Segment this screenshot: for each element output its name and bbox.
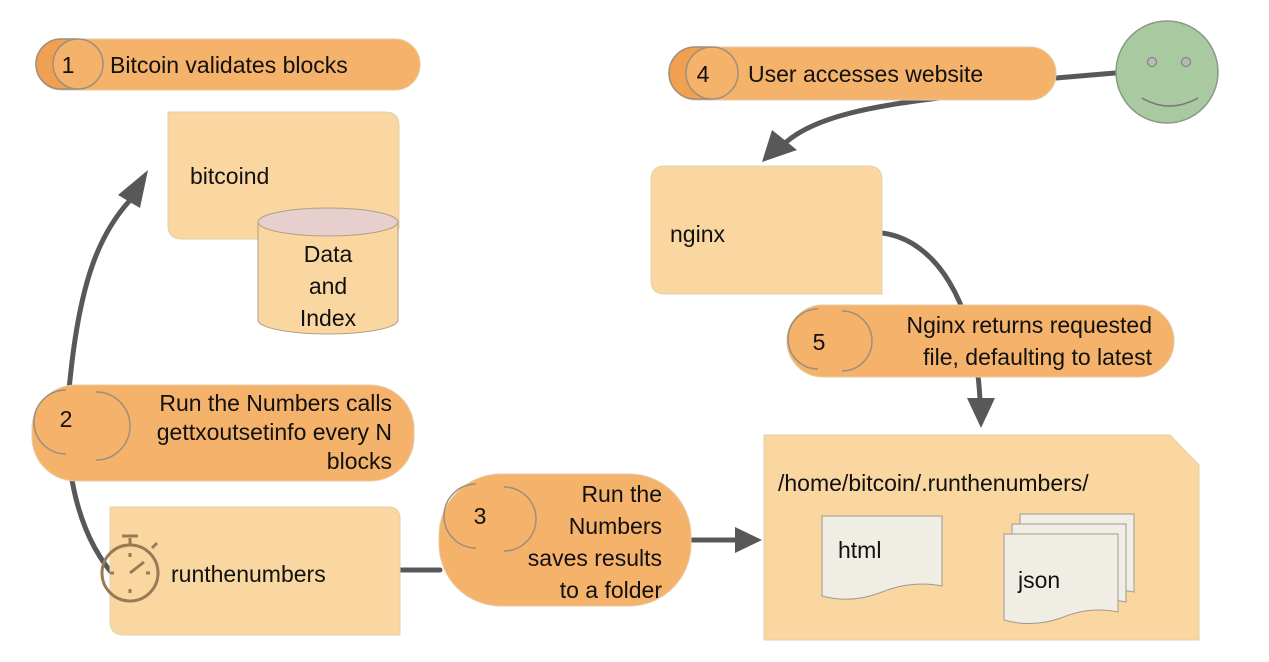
database-line-2: and [308,273,348,299]
line-step4-to-user [1053,70,1118,81]
arrow-heads [118,130,995,553]
runthenumbers-label: runthenumbers [171,561,326,587]
step-3-number: 3 [473,503,487,529]
runthenumbers-box [109,506,401,636]
step-2-number: 2 [59,406,73,432]
database-line-3: Index [299,305,357,331]
step-5-text: Nginx returns requested file, defaulting… [842,309,1152,373]
folder-path-label: /home/bitcoin/.runthenumbers/ [778,470,1089,496]
html-document [821,515,943,600]
step-2-text: Run the Numbers calls gettxoutsetinfo ev… [100,389,392,476]
step-2-line-1: Run the Numbers calls [159,390,392,416]
step-1-text: Bitcoin validates blocks [110,52,348,78]
step-4-number: 4 [696,61,710,87]
smiley-icon [1115,20,1219,124]
step-3-pill [438,473,692,607]
bitcoind-label: bitcoind [190,163,270,189]
step-3-line-2: Numbers [568,513,662,539]
arrowhead-to-bitcoind [118,170,148,208]
step-5-number: 5 [812,329,826,355]
step-3-text: Run the Numbers saves results to a folde… [490,478,662,606]
step-2-pill [31,384,415,482]
step-1-number: 1 [61,52,75,78]
html-file-label: html [838,537,882,563]
json-file-label: json [1018,567,1061,593]
step-2-line-2: gettxoutsetinfo every N [156,419,392,445]
database-line-1: Data [303,241,353,267]
stopwatch-icon [100,534,160,603]
step-3-line-4: to a folder [559,577,662,603]
step-2-line-3: blocks [326,448,392,474]
database-cylinder [257,207,399,335]
step-5-line-2: file, defaulting to latest [923,344,1152,370]
arrowhead-to-nginx [762,130,797,162]
json-document-stack [1003,513,1135,624]
arrowhead-to-folder [967,398,995,428]
step-3-line-1: Run the [581,481,662,507]
database-label: Data and Index [258,238,398,334]
step-4-pill [668,46,1057,101]
step-4-text: User accesses website [748,61,984,87]
arrow-user-to-nginx [777,93,958,151]
nginx-box [650,165,883,295]
step-1-pill [35,38,421,91]
arrowhead-step3-to-folder [735,527,762,553]
step-3-line-3: saves results [527,545,662,571]
arrow-runthenumbers-to-bitcoind [65,192,138,583]
step-5-pill [786,304,1175,378]
nginx-label: nginx [670,221,725,247]
step-5-line-1: Nginx returns requested [906,312,1152,338]
